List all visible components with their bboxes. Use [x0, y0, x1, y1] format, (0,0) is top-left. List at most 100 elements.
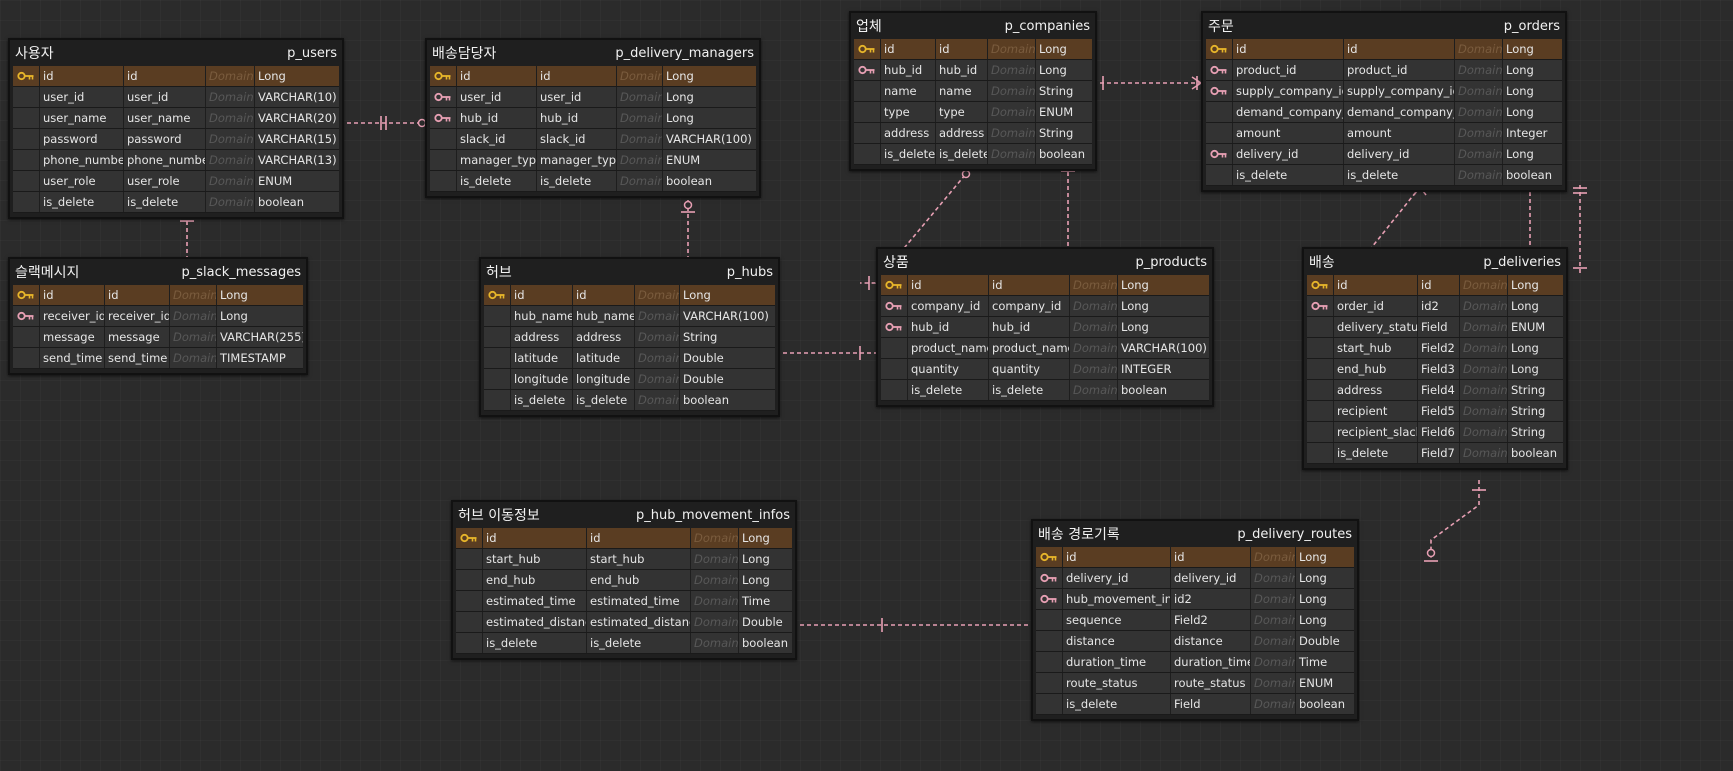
- column-physical: id: [123, 66, 205, 86]
- column-physical: hub_id: [988, 317, 1069, 337]
- column-domain: Domain: [1459, 317, 1507, 337]
- column-physical: is_delete: [935, 144, 987, 164]
- column-row[interactable]: estimated_distanceestimated_distanceDoma…: [456, 612, 792, 633]
- column-type: Long: [679, 285, 775, 305]
- column-physical: password: [123, 129, 205, 149]
- key-cell: [430, 150, 456, 170]
- column-row[interactable]: demand_company_iddemand_company_idDomain…: [1206, 102, 1562, 123]
- column-type: VARCHAR(100): [662, 129, 756, 149]
- primary-key-icon: [858, 44, 875, 54]
- column-domain: Domain: [1459, 275, 1507, 295]
- column-physical: amount: [1343, 123, 1454, 143]
- column-row[interactable]: hub_movement_infoid2DomainLong: [1036, 589, 1354, 610]
- column-domain: Domain: [205, 129, 254, 149]
- entity-logical-name: 사용자: [15, 46, 54, 62]
- column-physical: hub_id: [935, 60, 987, 80]
- entity-physical-name: p_orders: [1503, 18, 1560, 34]
